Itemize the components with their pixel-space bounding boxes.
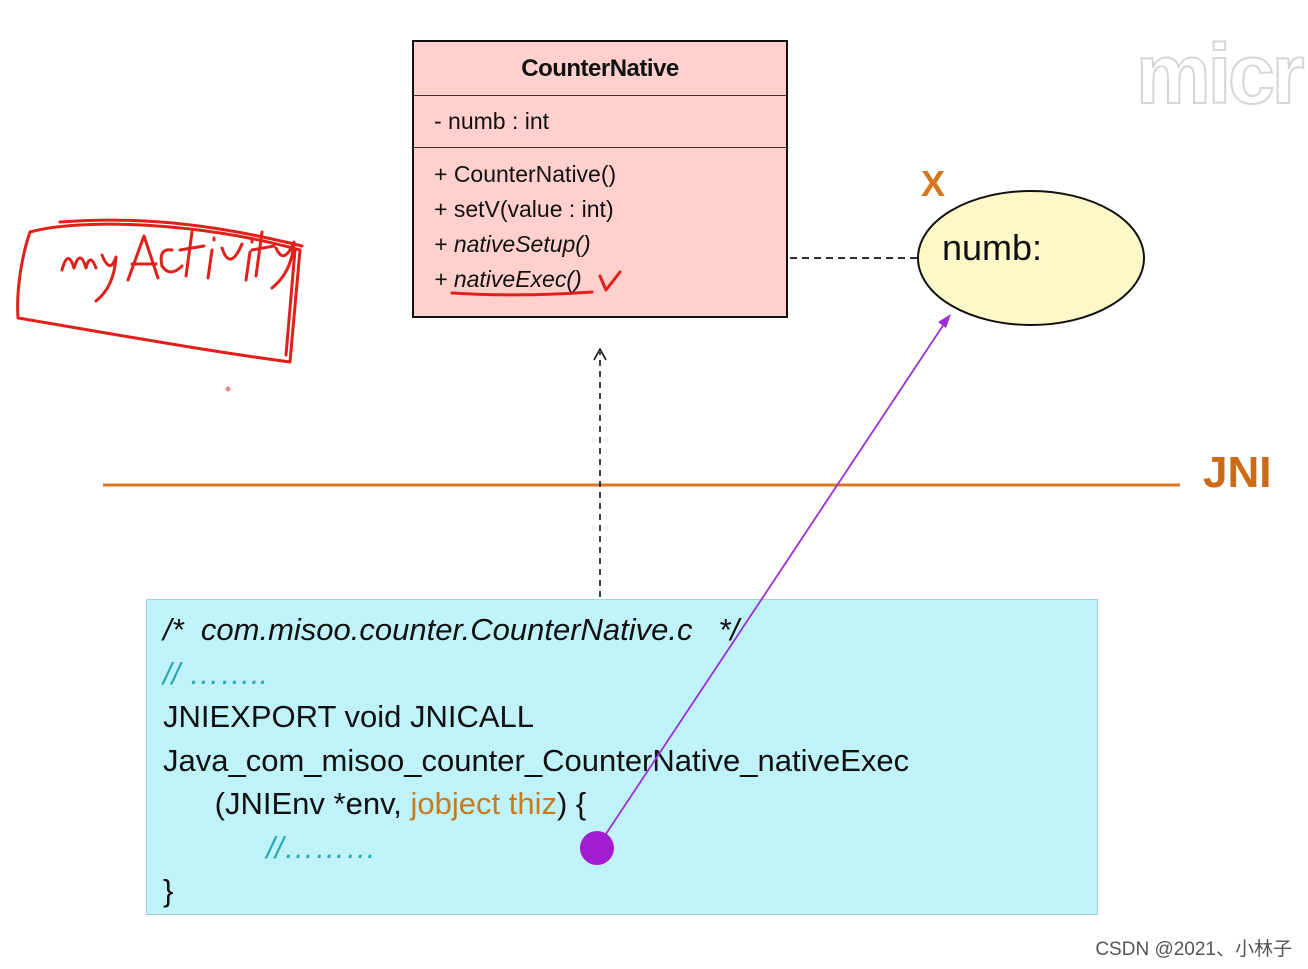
code-header-comment: /* com.misoo.counter.CounterNative.c */ — [163, 612, 740, 647]
method-native-exec: + nativeExec() — [434, 266, 582, 292]
class-name: CounterNative — [414, 42, 786, 96]
handwritten-scribble — [60, 230, 296, 303]
watermark-logo: micr — [1136, 32, 1305, 116]
code-line-1: JNIEXPORT void JNICALL — [163, 699, 534, 734]
object-ellipse — [917, 190, 1145, 326]
method-native-setup: + nativeSetup() — [434, 231, 591, 257]
jni-label: JNI — [1203, 448, 1272, 497]
handwritten-annotation — [16, 218, 304, 392]
object-label: X — [921, 163, 946, 204]
code-params: (JNIEnv *env, — [163, 786, 411, 821]
code-close-brace: } — [163, 873, 174, 908]
code-line-3: (JNIEnv *env, jobject thiz) { — [163, 782, 1097, 826]
object-field: numb: — [942, 227, 1043, 268]
class-methods: + CounterNative() + setV(value : int) + … — [414, 148, 786, 300]
method-constructor: + CounterNative() — [434, 161, 617, 187]
handwritten-box — [16, 222, 302, 364]
code-line-2: Java_com_misoo_counter_CounterNative_nat… — [163, 742, 910, 778]
handwritten-box-trace — [58, 218, 304, 357]
code-comment-1: // …….. — [163, 655, 269, 691]
method-setv: + setV(value : int) — [434, 196, 614, 222]
code-open-brace: ) { — [556, 786, 587, 821]
ink-dot — [225, 386, 231, 392]
code-comment-2: //……… — [163, 829, 377, 865]
code-highlight-param: jobject thiz — [410, 786, 557, 821]
footer-credit: CSDN @2021、小林子 — [1095, 939, 1292, 960]
uml-class-box: CounterNative - numb : int + CounterNati… — [412, 40, 788, 318]
code-callout: /* com.misoo.counter.CounterNative.c */ … — [146, 599, 1098, 915]
class-attribute: - numb : int — [414, 96, 786, 148]
